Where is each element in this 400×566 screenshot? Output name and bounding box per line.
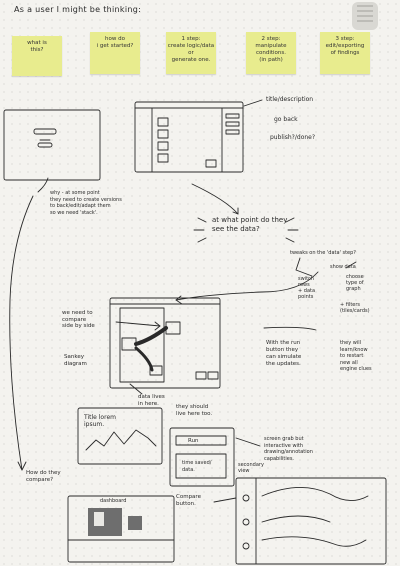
- sticky-step-3: 3 step: edit/exporting of findings: [320, 32, 370, 74]
- note-title-description: title/description: [266, 96, 314, 103]
- sticky-step-2: 2 step: manipulate conditions. (in path): [246, 32, 296, 74]
- note-they-will: they will learn/know to restart new all …: [340, 340, 372, 372]
- sticky-what-is-this: what is this?: [12, 36, 62, 76]
- note-show-data: show data: [330, 264, 356, 270]
- note-time-saved: time saved/ data.: [182, 460, 212, 473]
- note-how-compare: How do they compare?: [26, 470, 61, 483]
- note-why-stack: why - at some point they need to create …: [50, 190, 122, 216]
- sticky-step-1: 1 step: create logic/data or generate on…: [166, 32, 216, 74]
- page-title: As a user I might be thinking:: [14, 5, 142, 14]
- note-switch-rows: switch rows + data points: [298, 276, 316, 300]
- note-run-button: With the run button they can simulate th…: [266, 340, 302, 367]
- note-go-back: go back: [274, 116, 298, 123]
- note-screen-grab: screen grab but interactive with drawing…: [264, 436, 313, 462]
- note-compare-side: we need to compare side by side: [62, 310, 95, 329]
- binder-ring-icon: [352, 2, 378, 30]
- note-sankey: Sankey diagram: [64, 354, 87, 367]
- note-run: Run: [188, 438, 199, 444]
- note-compare-button: Compare button.: [176, 494, 201, 507]
- note-data-point: at what point do they see the data?: [212, 216, 288, 233]
- note-filters: + filters (tiles/cards): [340, 302, 370, 314]
- note-title-lorem: Title lorem ipsum.: [84, 414, 116, 428]
- sticky-get-started: how do i get started?: [90, 32, 140, 74]
- note-tweaks: tweaks on the 'data' step?: [290, 250, 356, 256]
- note-dashboard: dashboard: [100, 498, 127, 504]
- note-data-lives: data lives in here.: [138, 394, 165, 407]
- note-secondary-view: secondary view: [238, 462, 264, 474]
- note-should-live: they should live here too.: [176, 404, 213, 417]
- note-choose-graph: choose type of graph: [346, 274, 364, 292]
- note-publish-done: publish?/done?: [270, 134, 316, 141]
